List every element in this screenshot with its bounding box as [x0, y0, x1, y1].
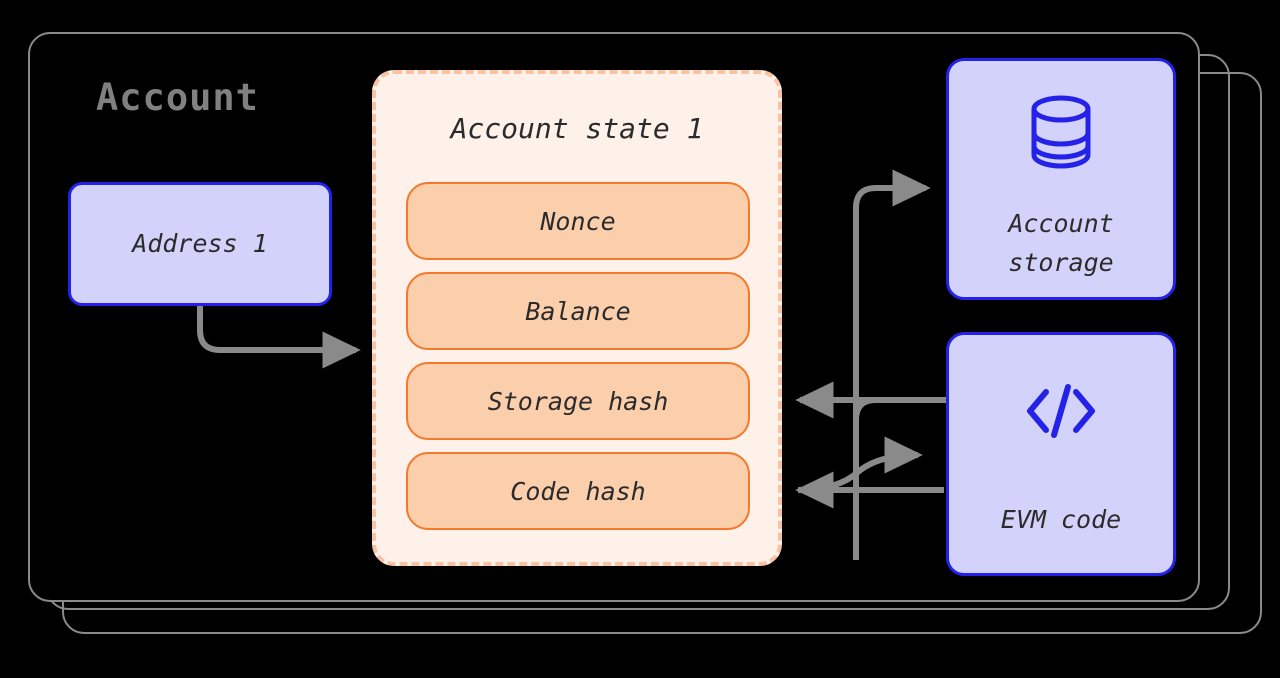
field-row-balance[interactable]: Balance [406, 272, 750, 350]
address-box[interactable]: Address 1 [68, 182, 332, 306]
field-label: Balance [525, 296, 631, 326]
account-state-title: Account state 1 [450, 112, 704, 145]
field-label: Storage hash [487, 386, 669, 416]
address-label: Address 1 [132, 228, 268, 258]
field-label: Code hash [510, 476, 646, 506]
code-brackets-icon [1022, 383, 1100, 439]
evm-code-card[interactable]: EVM code [946, 332, 1176, 576]
account-storage-label: Account storage [1008, 209, 1114, 277]
account-storage-card[interactable]: Account storage [946, 58, 1176, 300]
account-state-field-list: Nonce Balance Storage hash Code hash [406, 182, 750, 542]
field-row-nonce[interactable]: Nonce [406, 182, 750, 260]
account-state-panel: Account state 1 Nonce Balance Storage ha… [372, 70, 782, 566]
evm-code-label: EVM code [1000, 505, 1122, 534]
field-label: Nonce [540, 206, 616, 236]
field-row-storage-hash[interactable]: Storage hash [406, 362, 750, 440]
database-icon [1030, 95, 1092, 169]
page-title: Account [96, 76, 259, 119]
field-row-code-hash[interactable]: Code hash [406, 452, 750, 530]
